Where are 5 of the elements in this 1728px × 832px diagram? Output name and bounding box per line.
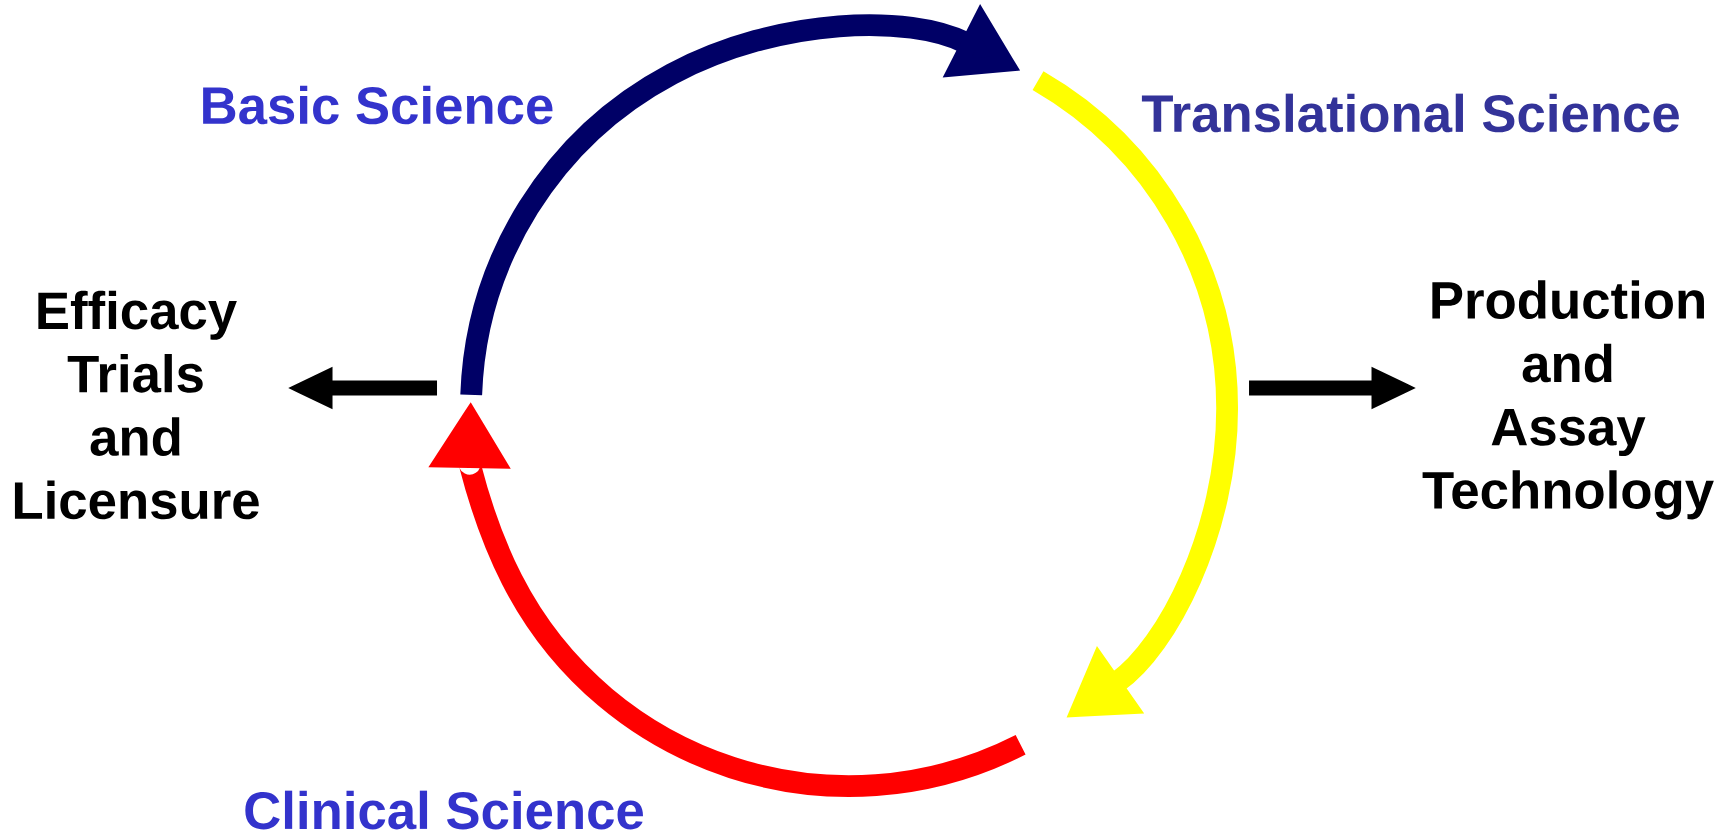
text-label: Production and Assay Technology <box>1422 280 1714 520</box>
stage-label: Clinical Science <box>245 790 643 830</box>
stage-label: Translational Science <box>1141 93 1679 133</box>
text-label: Efficacy Trials and Licensure <box>14 290 259 520</box>
stage-label: Basic Science <box>203 85 553 125</box>
